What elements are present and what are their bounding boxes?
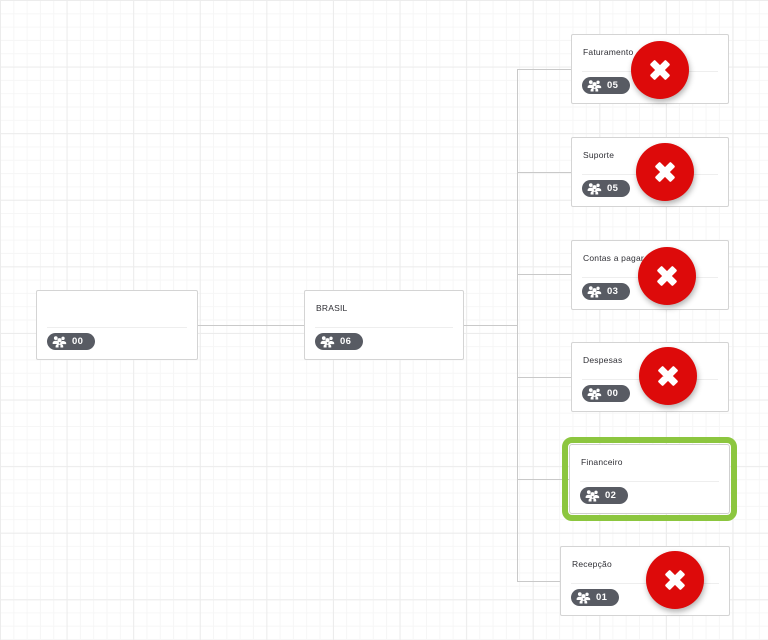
employee-count-value: 06 (340, 335, 352, 347)
delete-node-button-recepcao[interactable] (646, 551, 704, 609)
node-divider (571, 583, 719, 584)
group-people-icon (587, 183, 602, 195)
connector-trunk-to-suporte (517, 172, 571, 173)
employee-count-badge[interactable]: 00 (47, 333, 95, 350)
connector-trunk-to-recepcao (517, 581, 560, 582)
connector-brasil-to-trunk (464, 325, 517, 326)
group-people-icon (585, 490, 600, 502)
employee-count-badge[interactable]: 03 (582, 283, 630, 300)
x-glyph-icon (658, 366, 678, 386)
node-title: Financeiro (581, 457, 623, 467)
delete-node-button-despesas[interactable] (639, 347, 697, 405)
org-node-financeiro[interactable]: Financeiro 02 (562, 437, 737, 521)
connector-trunk-to-contas (517, 274, 571, 275)
node-divider (47, 327, 187, 328)
employee-count-value: 00 (72, 335, 84, 347)
employee-count-value: 02 (605, 489, 617, 501)
group-people-icon (587, 388, 602, 400)
employee-count-badge[interactable]: 01 (571, 589, 619, 606)
employee-count-value: 00 (607, 387, 619, 399)
connector-root-to-brasil (198, 325, 304, 326)
employee-count-badge[interactable]: 05 (582, 180, 630, 197)
org-node-brasil[interactable]: BRASIL 06 (304, 290, 464, 360)
employee-count-badge[interactable]: 05 (582, 77, 630, 94)
node-title: Recepção (572, 559, 612, 569)
node-divider (315, 327, 453, 328)
org-node-recepcao[interactable]: Recepção 01 (560, 546, 730, 616)
employee-count-badge[interactable]: 02 (580, 487, 628, 504)
group-people-icon (587, 80, 602, 92)
group-people-icon (52, 336, 67, 348)
connector-trunk-to-financeiro (517, 479, 569, 480)
node-title: Suporte (583, 150, 615, 160)
connector-trunk-to-faturamento (517, 69, 571, 70)
delete-node-button-suporte[interactable] (636, 143, 694, 201)
group-people-icon (587, 286, 602, 298)
employee-count-value: 03 (607, 285, 619, 297)
node-divider (580, 481, 719, 482)
employee-count-value: 05 (607, 79, 619, 91)
group-people-icon (320, 336, 335, 348)
delete-node-button-contas-a-pagar[interactable] (638, 247, 696, 305)
delete-node-button-faturamento[interactable] (631, 41, 689, 99)
node-title: Contas a pagar (583, 253, 644, 263)
employee-count-value: 01 (596, 591, 608, 603)
x-glyph-icon (657, 266, 677, 286)
employee-count-badge[interactable]: 06 (315, 333, 363, 350)
employee-count-value: 05 (607, 182, 619, 194)
x-glyph-icon (650, 60, 670, 80)
org-node-root[interactable]: 00 (36, 290, 198, 360)
x-glyph-icon (665, 570, 685, 590)
group-people-icon (576, 592, 591, 604)
connector-children-trunk (517, 69, 518, 581)
node-title: BRASIL (316, 303, 348, 313)
connector-trunk-to-despesas (517, 377, 571, 378)
x-glyph-icon (655, 162, 675, 182)
node-title: Despesas (583, 355, 623, 365)
node-title: Faturamento (583, 47, 634, 57)
employee-count-badge[interactable]: 00 (582, 385, 630, 402)
